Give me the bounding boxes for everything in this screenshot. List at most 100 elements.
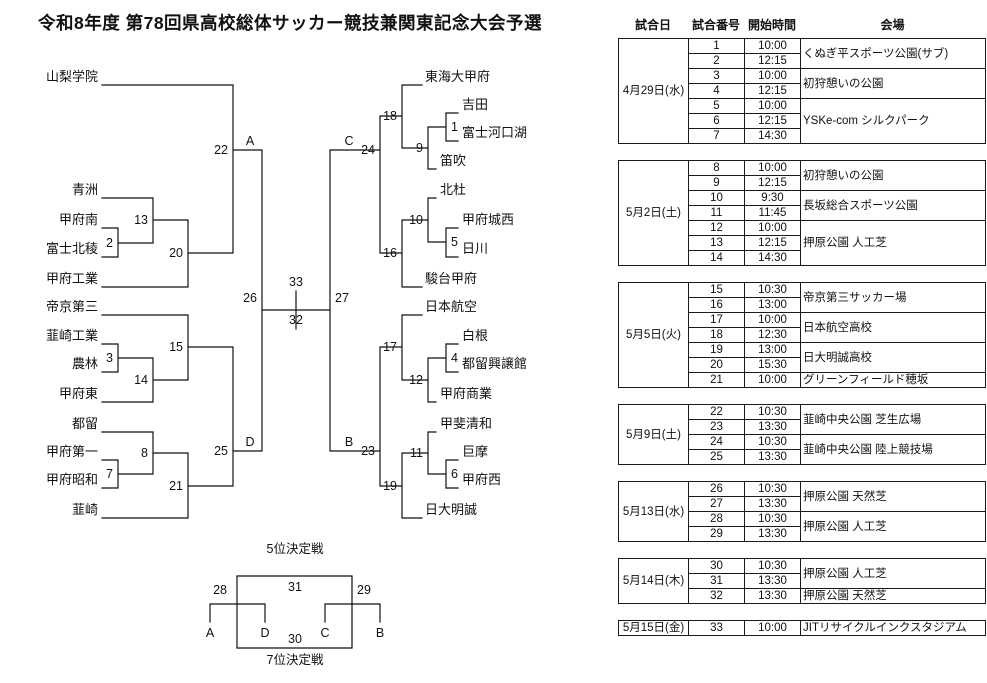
- venue-cell: 長坂総合スポーツ公園: [800, 190, 986, 221]
- slot-label: D: [260, 626, 270, 640]
- start-time-cell: 12:15: [744, 83, 801, 99]
- match-no-cell: 5: [688, 98, 745, 114]
- team-name: 甲府昭和: [45, 472, 98, 487]
- venue-cell: 初狩憩いの公園: [800, 160, 986, 191]
- match-no-cell: 23: [688, 419, 745, 435]
- start-time-cell: 12:30: [744, 327, 801, 343]
- match-number: 3: [106, 351, 113, 365]
- match-date-cell: 5月9日(土): [618, 404, 689, 465]
- match-date-cell: 5月15日(金): [618, 620, 689, 636]
- match-number: 28: [213, 583, 227, 597]
- match-no-cell: 25: [688, 449, 745, 465]
- team-name: 帝京第三: [45, 299, 98, 314]
- venue-cell: 韮崎中央公園 陸上競技場: [800, 434, 986, 465]
- match-number: 8: [141, 446, 148, 460]
- match-no-cell: 3: [688, 68, 745, 84]
- schedule-header-row: 試合日 試合番号 開始時間 会場: [618, 16, 985, 33]
- match-no-cell: 8: [688, 160, 745, 176]
- match-no-cell: 15: [688, 282, 745, 298]
- match-no-cell: 21: [688, 372, 745, 388]
- slot-label: D: [245, 435, 255, 449]
- match-no-cell: 12: [688, 220, 745, 236]
- match-number: 18: [383, 109, 397, 123]
- team-name: 富士河口湖: [462, 125, 528, 140]
- slot-label: B: [375, 626, 385, 640]
- match-number: 2: [106, 236, 113, 250]
- match-number: 25: [214, 444, 228, 458]
- match-number: 32: [289, 313, 303, 327]
- match-number: 7: [106, 467, 113, 481]
- bracket-lines: [101, 84, 459, 649]
- match-date-cell: 5月5日(火): [618, 282, 689, 388]
- match-no-cell: 20: [688, 357, 745, 373]
- start-time-cell: 12:15: [744, 113, 801, 129]
- match-number: 20: [169, 246, 183, 260]
- start-time-cell: 10:00: [744, 160, 801, 176]
- start-time-cell: 13:30: [744, 449, 801, 465]
- start-time-cell: 13:30: [744, 573, 801, 589]
- team-name: 甲斐清和: [440, 416, 493, 431]
- start-time-cell: 10:00: [744, 312, 801, 328]
- match-number: 29: [357, 583, 371, 597]
- match-no-cell: 16: [688, 297, 745, 313]
- venue-cell: 初狩憩いの公園: [800, 68, 986, 99]
- match-no-cell: 26: [688, 481, 745, 497]
- header-match-number: 試合番号: [691, 18, 740, 32]
- match-no-cell: 24: [688, 434, 745, 450]
- match-date-cell: 5月13日(水): [618, 481, 689, 542]
- match-number: 11: [410, 446, 423, 460]
- match-no-cell: 30: [688, 558, 745, 574]
- match-number: 15: [169, 340, 183, 354]
- venue-cell: くぬぎ平スポーツ公園(サブ): [800, 38, 986, 69]
- venue-cell: 押原公園 天然芝: [800, 481, 986, 512]
- match-no-cell: 4: [688, 83, 745, 99]
- team-name: 青洲: [71, 182, 98, 197]
- page-title: 令和8年度 第78回県高校総体サッカー競技兼関東記念大会予選: [38, 13, 543, 33]
- team-name: 北杜: [440, 182, 467, 197]
- match-no-cell: 10: [688, 190, 745, 206]
- match-date-cell: 4月29日(水): [618, 38, 689, 144]
- start-time-cell: 10:00: [744, 98, 801, 114]
- venue-cell: 押原公園 人工芝: [800, 558, 986, 589]
- team-name: 韮崎工業: [45, 328, 98, 343]
- match-number: 17: [383, 340, 397, 354]
- team-name: 笛吹: [440, 153, 467, 168]
- header-start-time: 開始時間: [747, 18, 796, 32]
- team-name: 甲府工業: [45, 271, 98, 286]
- venue-cell: 韮崎中央公園 芝生広場: [800, 404, 986, 435]
- slot-label: B: [344, 435, 354, 449]
- start-time-cell: 10:30: [744, 511, 801, 527]
- match-number: 31: [288, 580, 302, 594]
- match-no-cell: 13: [688, 235, 745, 251]
- team-name: 甲府城西: [462, 212, 515, 227]
- start-time-cell: 13:30: [744, 419, 801, 435]
- team-name: 甲府商業: [440, 386, 493, 401]
- match-no-cell: 14: [688, 250, 745, 266]
- team-name: 甲府西: [462, 472, 502, 487]
- start-time-cell: 10:30: [744, 481, 801, 497]
- slot-label: A: [245, 134, 255, 148]
- team-name: 富士北稜: [45, 241, 98, 256]
- match-date-cell: 5月14日(木): [618, 558, 689, 604]
